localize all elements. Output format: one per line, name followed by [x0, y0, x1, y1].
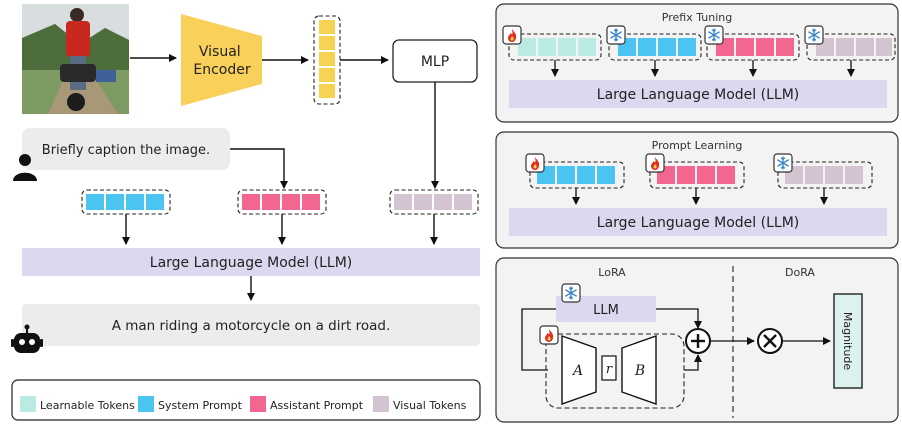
dora-title: DoRA [785, 266, 815, 279]
legend-label-system: System Prompt [158, 399, 243, 412]
lora-dora-panel: LoRA DoRA LLM A r B [495, 257, 899, 423]
lora-title: LoRA [598, 266, 626, 279]
prompt-learning-panel: Prompt Learning Large Language Model (LL… [495, 131, 899, 249]
lora-matrix-b [621, 335, 657, 405]
input-photo [22, 4, 129, 114]
mlp-label: MLP [421, 54, 449, 70]
magnitude-box [833, 293, 863, 389]
visual-feature-tokens [313, 15, 341, 105]
fire-icon [645, 153, 665, 173]
fire-icon [539, 325, 559, 345]
assistant-prompt-tokens [237, 189, 327, 215]
visual-tokens-row [389, 189, 479, 215]
prompt-learning-title: Prompt Learning [652, 139, 743, 152]
snowflake-icon [606, 25, 626, 45]
lora-a-label: A [571, 363, 583, 379]
legend-swatch-visual [373, 396, 389, 412]
legend: Learnable Tokens System Prompt Assistant… [11, 379, 481, 421]
user-icon [13, 154, 37, 181]
robot-icon [11, 324, 43, 353]
snowflake-icon [773, 153, 793, 173]
lora-rank-box [601, 355, 617, 381]
prompt-bubble [22, 128, 230, 170]
legend-swatch-assistant [250, 396, 266, 412]
legend-label-visual: Visual Tokens [393, 399, 467, 412]
snowflake-icon [561, 283, 581, 303]
prefix-tuning-title: Prefix Tuning [662, 11, 732, 24]
prompt-text: Briefly caption the image. [42, 143, 210, 158]
lora-r-label: r [606, 362, 613, 377]
magnitude-label: Magnitude [841, 312, 854, 371]
output-box [22, 304, 480, 346]
snowflake-icon [804, 25, 824, 45]
llm-bar [22, 248, 480, 276]
lora-llm-label: LLM [593, 303, 619, 318]
multiply-icon [757, 328, 783, 354]
lora-adapter-box [545, 333, 685, 409]
legend-swatch-learnable [20, 396, 36, 412]
prefix-llm-label: Large Language Model (LLM) [597, 87, 799, 103]
prefix-tuning-panel: Prefix Tuning Large Language [495, 3, 899, 123]
output-text: A man riding a motorcycle on a dirt road… [112, 318, 391, 334]
fire-icon [502, 25, 522, 45]
visual-encoder [181, 14, 262, 106]
system-prompt-tokens [81, 189, 171, 215]
arrow-prompt-to-assistant [230, 148, 288, 189]
fire-icon [525, 153, 545, 173]
legend-label-assistant: Assistant Prompt [270, 399, 364, 412]
lora-matrix-a [561, 335, 597, 405]
prompt-llm-label: Large Language Model (LLM) [597, 215, 799, 231]
snowflake-icon [704, 25, 724, 45]
visual-encoder-label: Visual Encoder [193, 44, 250, 78]
legend-swatch-system [138, 396, 154, 412]
plus-icon [685, 328, 711, 354]
lora-b-label: B [634, 363, 645, 379]
legend-label-learnable: Learnable Tokens [40, 399, 135, 412]
llm-label: Large Language Model (LLM) [150, 255, 352, 271]
